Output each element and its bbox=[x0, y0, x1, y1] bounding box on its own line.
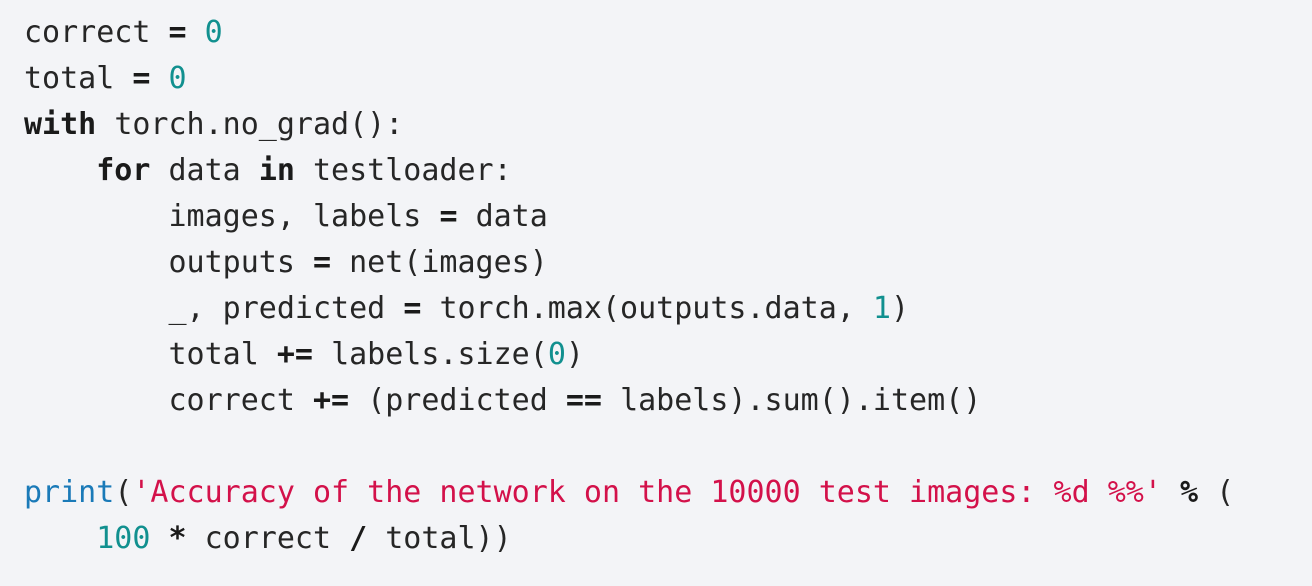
code-token: correct bbox=[204, 521, 332, 556]
code-operator: += bbox=[313, 383, 350, 418]
code-indent bbox=[24, 199, 169, 234]
code-builtin: print bbox=[24, 475, 115, 510]
code-token: correct bbox=[24, 15, 151, 50]
code-keyword: in bbox=[258, 153, 295, 188]
code-token: torch.max(outputs.data, bbox=[439, 291, 855, 326]
code-token: ( bbox=[114, 475, 133, 510]
code-token: outputs bbox=[168, 245, 295, 280]
code-indent bbox=[24, 521, 96, 556]
code-operator: * bbox=[168, 521, 187, 556]
code-line-9: correct += (predicted == labels).sum().i… bbox=[24, 378, 1312, 424]
code-line-3: with torch.no_grad(): bbox=[24, 102, 1312, 148]
code-token: torch.no_grad(): bbox=[114, 107, 404, 142]
code-keyword: for bbox=[96, 153, 151, 188]
code-number: 100 bbox=[96, 521, 151, 556]
code-line-8: total += labels.size(0) bbox=[24, 332, 1312, 378]
code-keyword: with bbox=[24, 107, 97, 142]
code-token: images, labels bbox=[168, 199, 422, 234]
code-token: net(images) bbox=[349, 245, 548, 280]
code-indent bbox=[24, 337, 169, 372]
code-token: _, predicted bbox=[168, 291, 386, 326]
code-operator: = bbox=[403, 291, 422, 326]
code-line-5: images, labels = data bbox=[24, 194, 1312, 240]
code-line-2: total = 0 bbox=[24, 56, 1312, 102]
code-number: 0 bbox=[204, 15, 223, 50]
code-token: labels.size( bbox=[331, 337, 548, 372]
code-token: labels).sum().item() bbox=[620, 383, 982, 418]
code-operator: = bbox=[168, 15, 187, 50]
code-indent bbox=[24, 245, 169, 280]
code-token: (predicted bbox=[367, 383, 548, 418]
code-token: testloader: bbox=[313, 153, 512, 188]
code-operator: = bbox=[132, 61, 151, 96]
code-operator: += bbox=[276, 337, 313, 372]
code-token: data bbox=[475, 199, 548, 234]
code-line-4: for data in testloader: bbox=[24, 148, 1312, 194]
code-token: total)) bbox=[385, 521, 512, 556]
code-operator: % bbox=[1179, 475, 1199, 510]
code-number: 1 bbox=[872, 291, 891, 326]
code-line-10-blank bbox=[24, 424, 1312, 470]
code-indent bbox=[24, 383, 169, 418]
code-operator: = bbox=[313, 245, 332, 280]
code-line-6: outputs = net(images) bbox=[24, 240, 1312, 286]
code-token: data bbox=[168, 153, 241, 188]
code-token: ) bbox=[890, 291, 910, 326]
code-token: total bbox=[24, 61, 115, 96]
code-indent bbox=[24, 291, 169, 326]
code-operator: = bbox=[439, 199, 458, 234]
code-operator: == bbox=[565, 383, 602, 418]
code-token: ) bbox=[565, 337, 584, 372]
code-string: 'Accuracy of the network on the 10000 te… bbox=[132, 475, 1162, 510]
code-token: total bbox=[168, 337, 259, 372]
code-line-12: 100 * correct / total)) bbox=[24, 516, 1312, 562]
code-number: 0 bbox=[547, 337, 566, 372]
code-number: 0 bbox=[168, 61, 187, 96]
code-operator: / bbox=[349, 521, 368, 556]
code-indent bbox=[24, 153, 96, 188]
code-line-7: _, predicted = torch.max(outputs.data, 1… bbox=[24, 286, 1312, 332]
code-line-1: correct = 0 bbox=[24, 10, 1312, 56]
code-line-11: print('Accuracy of the network on the 10… bbox=[24, 470, 1312, 516]
code-token: correct bbox=[168, 383, 295, 418]
code-token: ( bbox=[1216, 475, 1235, 510]
